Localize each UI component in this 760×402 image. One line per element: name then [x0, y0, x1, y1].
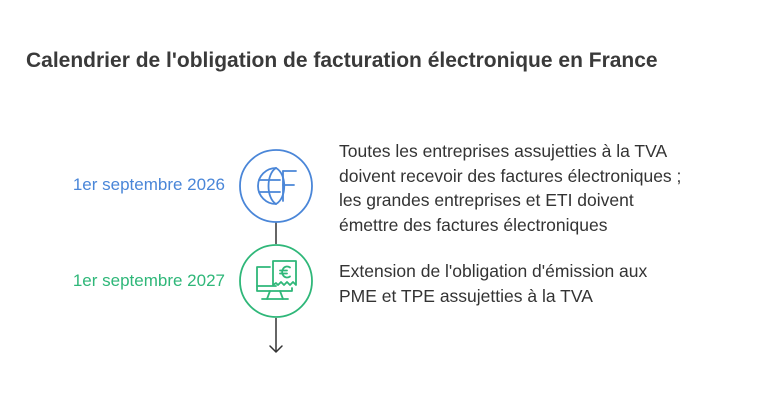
milestone-description-2026: Toutes les entreprises assujetties à la … [339, 139, 749, 237]
milestone-date-2027: 1er septembre 2027 [72, 271, 225, 290]
milestone-description-2027: Extension de l'obligation d'émission aux… [339, 259, 749, 308]
description-line: Extension de l'obligation d'émission aux [339, 261, 648, 281]
arrow-down-icon [269, 345, 283, 353]
description-line: PME et TPE assujetties à la TVA [339, 285, 593, 306]
description-line: Toutes les entreprises assujetties à la … [339, 141, 668, 161]
globe-currency-icon [239, 149, 313, 223]
description-line: émettre des factures électroniques [339, 214, 608, 235]
milestone-date-2026: 1er septembre 2026 [72, 175, 225, 194]
page-title: Calendrier de l'obligation de facturatio… [26, 49, 658, 72]
description-line: les grandes entreprises et ETI doivent [339, 190, 634, 210]
description-line: doivent recevoir des factures électroniq… [339, 165, 682, 186]
computer-euro-invoice-icon [239, 244, 313, 318]
